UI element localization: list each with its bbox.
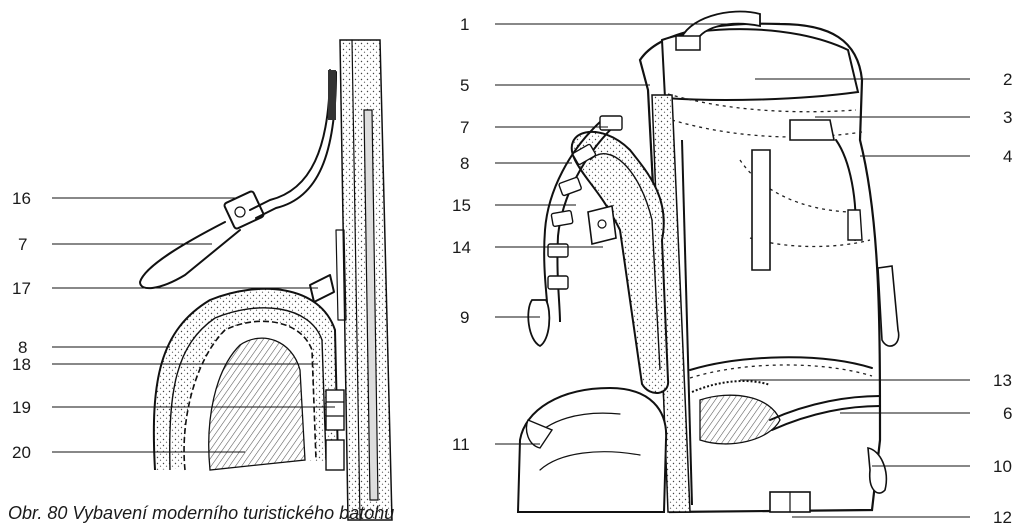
svg-text:18: 18 <box>12 355 31 374</box>
svg-text:17: 17 <box>12 279 31 298</box>
svg-text:3: 3 <box>1003 108 1012 127</box>
label-16: 16 <box>12 189 238 208</box>
svg-text:15: 15 <box>452 196 471 215</box>
svg-text:11: 11 <box>452 435 470 454</box>
label-7-left: 7 <box>18 235 212 254</box>
svg-text:9: 9 <box>460 308 469 327</box>
svg-text:10: 10 <box>993 457 1012 476</box>
svg-text:1: 1 <box>460 15 469 34</box>
svg-text:6: 6 <box>1003 404 1012 423</box>
svg-text:2: 2 <box>1003 70 1012 89</box>
svg-text:7: 7 <box>18 235 27 254</box>
svg-text:14: 14 <box>452 238 471 257</box>
svg-text:20: 20 <box>12 443 31 462</box>
label-8-right: 8 <box>460 154 572 173</box>
svg-text:13: 13 <box>993 371 1012 390</box>
figure-caption: Obr. 80 Vybavení moderního turistického … <box>8 503 394 523</box>
svg-text:5: 5 <box>460 76 469 95</box>
svg-text:16: 16 <box>12 189 31 208</box>
backpack-illustration <box>518 12 899 512</box>
shoulder-strap-cross-section <box>140 40 392 520</box>
label-4: 4 <box>860 147 1012 166</box>
svg-text:12: 12 <box>993 508 1012 524</box>
svg-text:4: 4 <box>1003 147 1012 166</box>
label-14: 14 <box>452 238 603 257</box>
label-5: 5 <box>460 76 650 95</box>
svg-text:7: 7 <box>460 118 469 137</box>
svg-text:8: 8 <box>460 154 469 173</box>
svg-text:19: 19 <box>12 398 31 417</box>
label-10: 10 <box>872 457 1012 476</box>
label-8-left: 8 <box>18 338 170 357</box>
